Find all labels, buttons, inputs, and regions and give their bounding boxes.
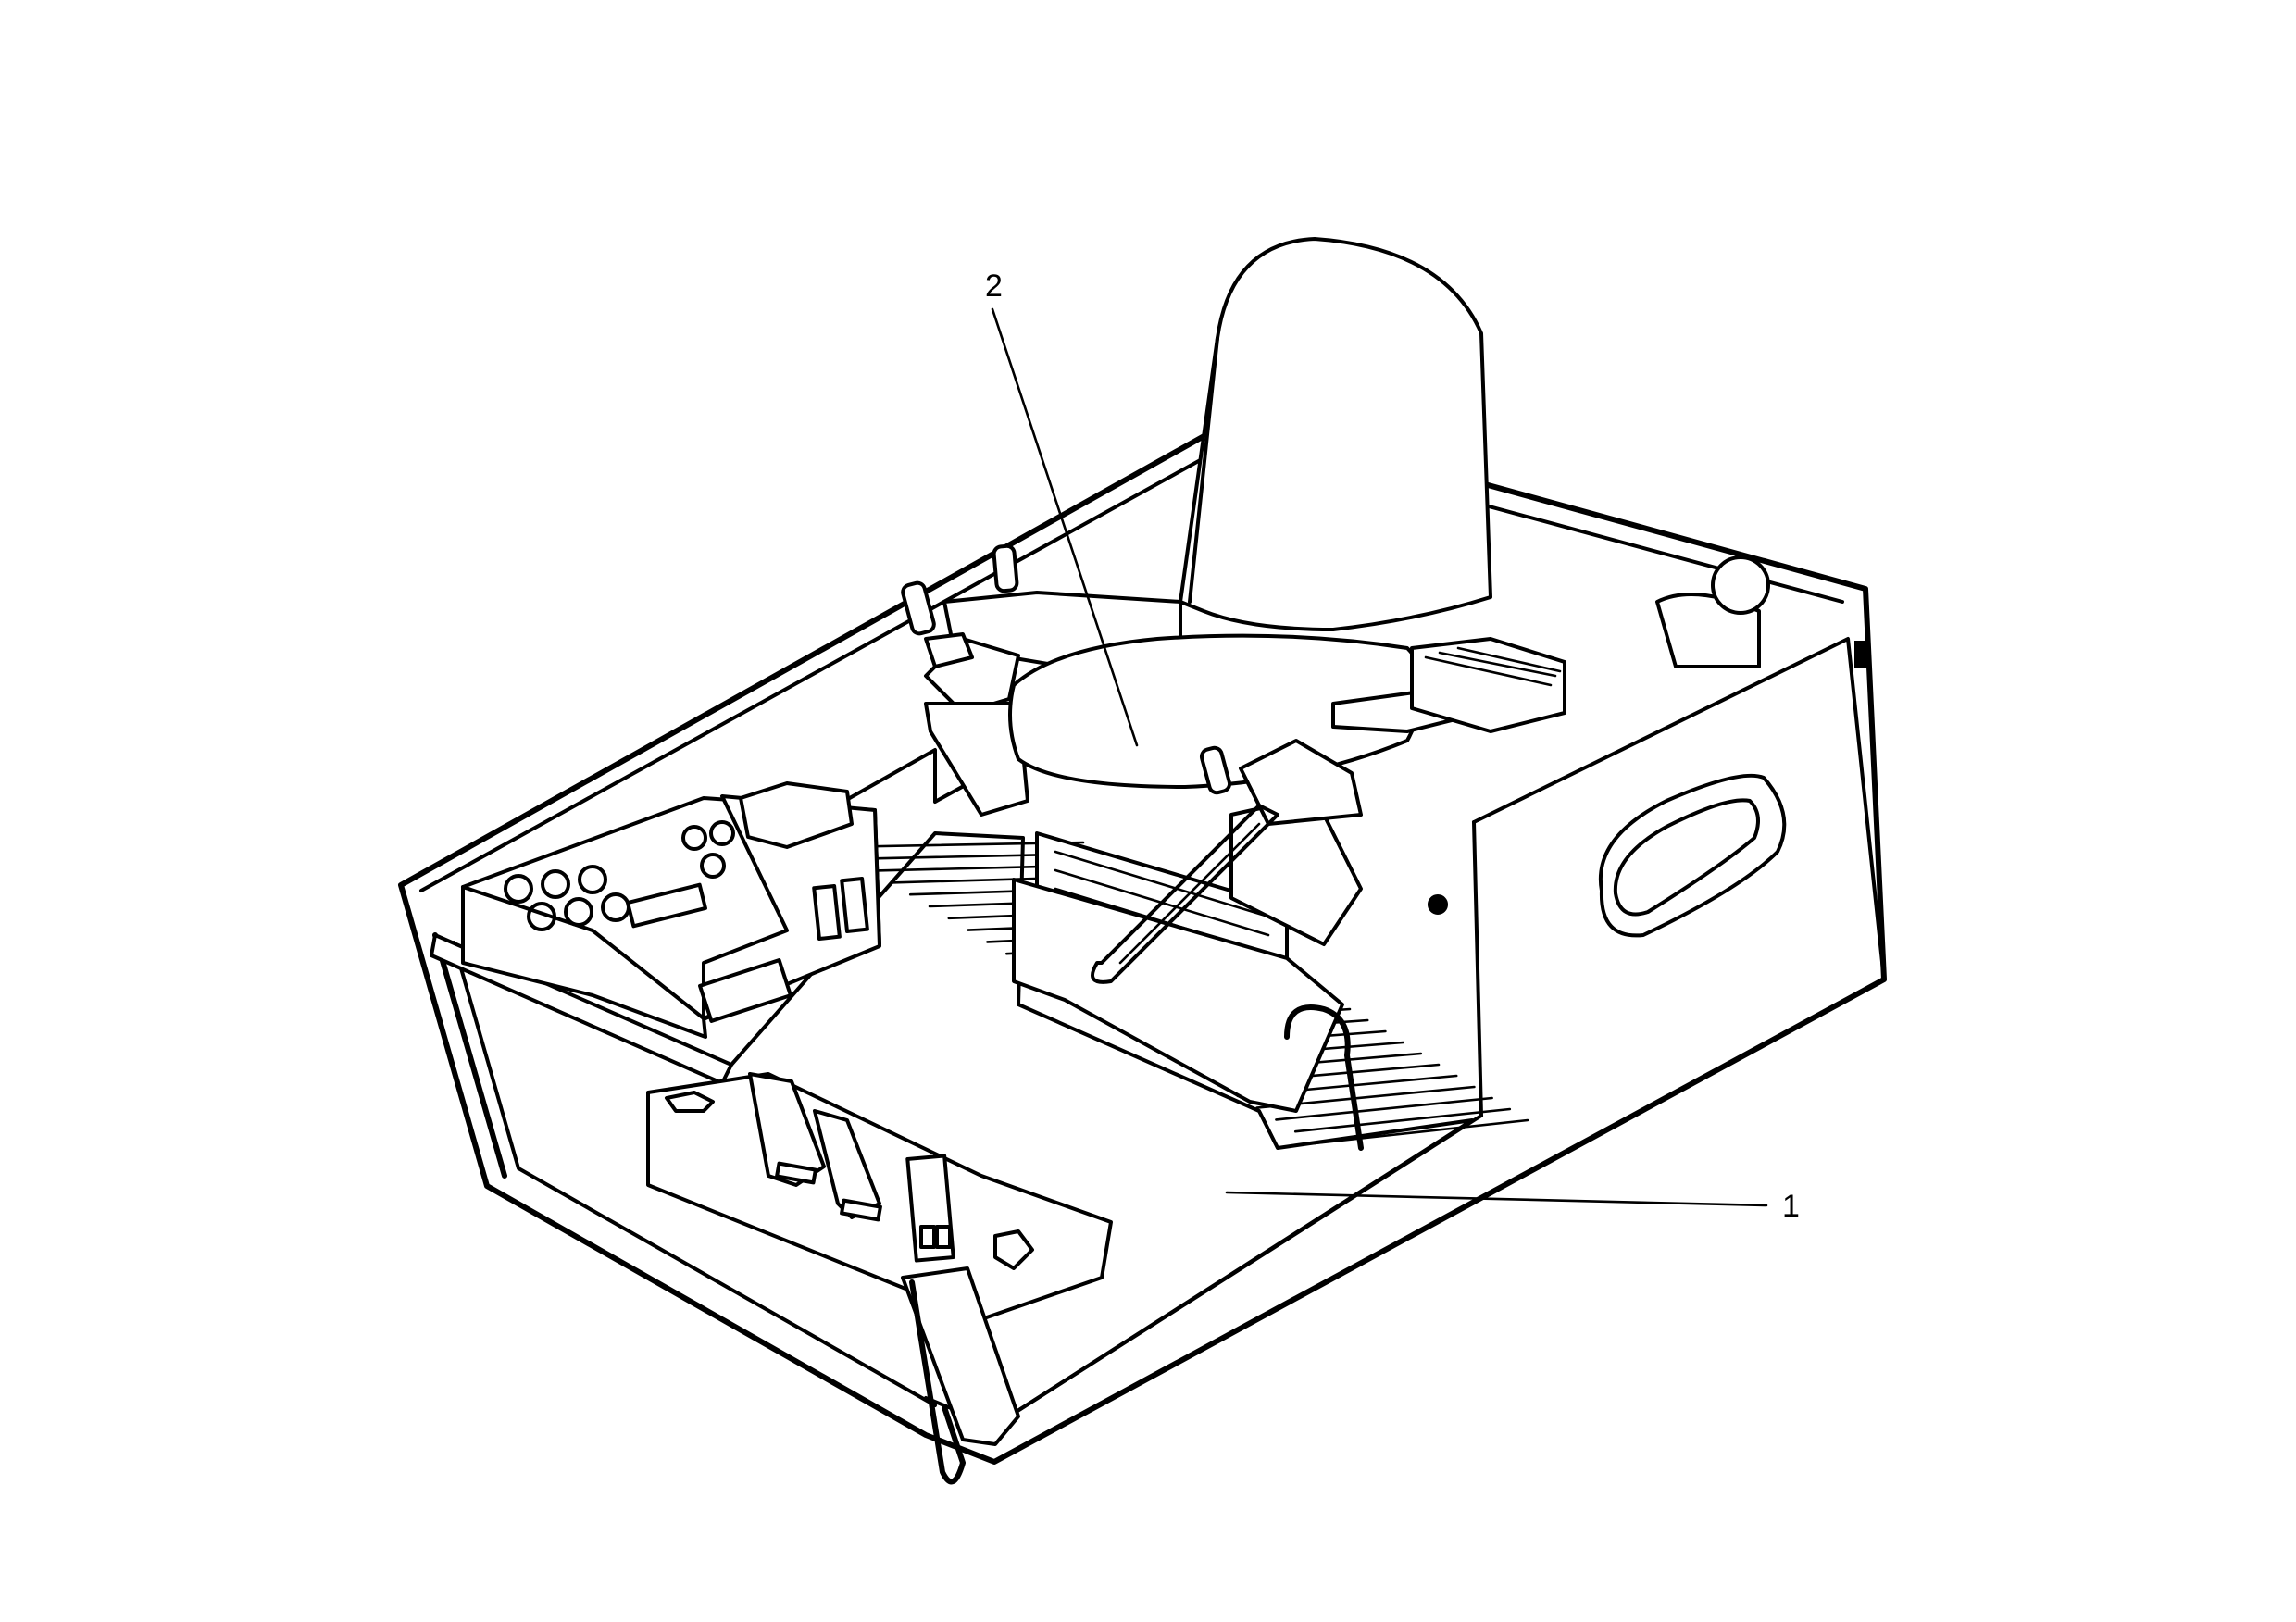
callout-2: 2	[985, 268, 1139, 747]
instrument-console	[461, 781, 881, 1039]
callout-label-1: 1	[1782, 1189, 1800, 1224]
floor-slat	[1313, 1118, 1529, 1145]
leader-line-2	[991, 307, 1139, 747]
side-window	[1598, 773, 1787, 938]
pedal-assembly	[646, 1072, 1113, 1321]
callout-label-2: 2	[985, 268, 1003, 304]
floor-slat	[1293, 1107, 1512, 1133]
leader-line-1	[1225, 1191, 1768, 1207]
door-latch	[1428, 894, 1448, 915]
support-bar	[1284, 1004, 1364, 1151]
travel-lever	[901, 1154, 1020, 1485]
floor-slat	[1275, 1096, 1493, 1121]
rear-storage-box	[1410, 555, 1869, 733]
callout-1: 1	[1225, 1189, 1800, 1224]
